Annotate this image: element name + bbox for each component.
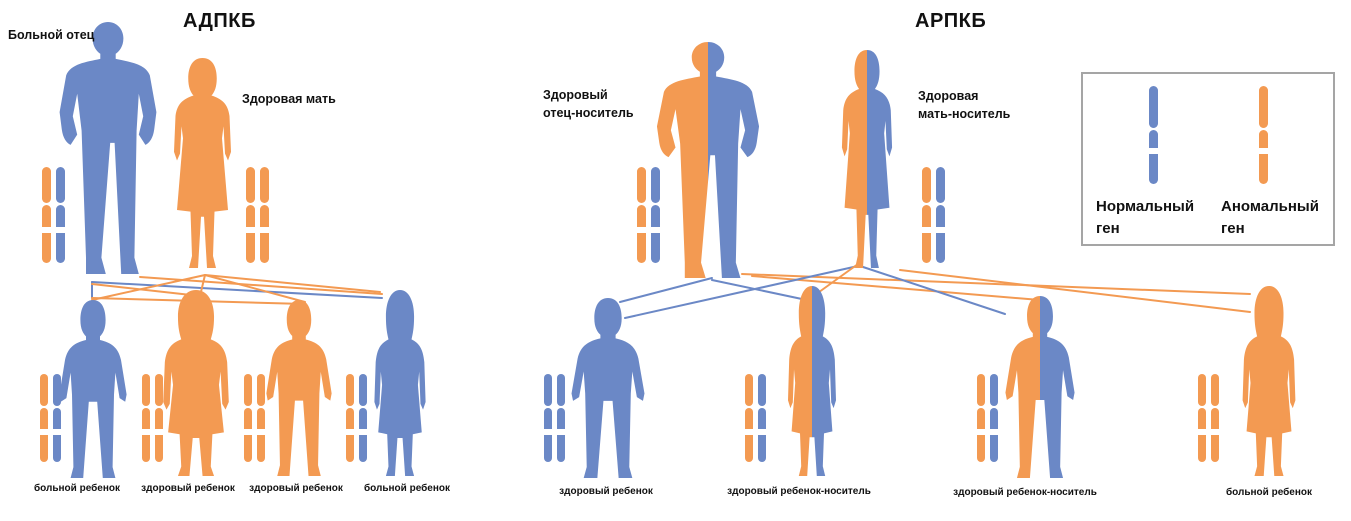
arpkb-mother-label: Здоровая мать-носитель (918, 87, 1010, 123)
legend-abnormal-label-line1: Аномальный (1221, 198, 1319, 215)
adpkb-child-1-label: больной ребенок (33, 483, 121, 494)
legend-abnormal-chromosome (1259, 86, 1268, 184)
legend-abnormal-label: Аномальный ген (1221, 196, 1319, 240)
legend: Нормальный ген Аномальный ген (1081, 72, 1335, 246)
adpkb-child-4-label: больной ребенок (363, 483, 451, 494)
adpkb-title: АДПКБ (183, 10, 256, 32)
chromosome-pair (246, 167, 269, 263)
arpkb-title: АРПКБ (915, 10, 987, 32)
legend-chromosomes (1149, 86, 1268, 184)
chromosome-pair (346, 374, 367, 462)
girl-silhouette (163, 290, 229, 476)
boy-silhouette (266, 300, 332, 476)
adpkb-father-label: Больной отец (8, 28, 95, 42)
arpkb-child-2-label: здоровый ребенок-носитель (727, 486, 871, 497)
legend-normal-label-line1: Нормальный (1096, 198, 1195, 215)
inheritance-line (751, 275, 1041, 301)
girl-silhouette (374, 290, 426, 476)
chromosome-pair (745, 374, 766, 462)
chromosome-pair (40, 374, 61, 462)
arpkb-child-3-label: здоровый ребенок-носитель (953, 487, 1097, 498)
inheritance-line (741, 273, 1251, 295)
inheritance-line (711, 279, 817, 303)
arpkb-child-4-label: больной ребенок (1225, 487, 1313, 498)
arpkb-mother-label-line1: Здоровая (918, 89, 979, 103)
adpkb-child-3-label: здоровый ребенок (249, 483, 343, 494)
man-silhouette (59, 22, 157, 274)
inheritance-line (624, 265, 859, 319)
legend-normal-label-line2: ген (1096, 220, 1120, 237)
adpkb-child-2-label: здоровый ребенок (141, 483, 235, 494)
woman-silhouette (174, 58, 231, 268)
inheritance-line (91, 281, 383, 299)
inheritance-line (859, 265, 1006, 315)
woman-silhouette (841, 50, 893, 268)
chromosome-pair (42, 167, 65, 263)
chromosomes (40, 167, 1219, 462)
chromosome-pair (922, 167, 945, 263)
inheritance-line (619, 277, 713, 303)
girl-silhouette (788, 286, 837, 477)
chromosome-pair (1198, 374, 1219, 462)
inheritance-line (899, 269, 1251, 313)
legend-normal-chromosome (1149, 86, 1158, 184)
legend-abnormal-label-line2: ген (1221, 220, 1245, 237)
inheritance-lines (91, 263, 1251, 319)
adpkb-mother-label: Здоровая мать (242, 92, 336, 106)
arpkb-child-1-label: здоровый ребенок (559, 486, 653, 497)
boy-silhouette (571, 298, 645, 478)
chromosome-pair (637, 167, 660, 263)
arpkb-father-label-line1: Здоровый (543, 88, 608, 102)
arpkb-father-label: Здоровый отец-носитель (543, 86, 634, 122)
girl-silhouette (1242, 286, 1296, 476)
chromosome-pair (244, 374, 265, 462)
arpkb-mother-label-line2: мать-носитель (918, 107, 1011, 121)
chromosome-pair (544, 374, 565, 462)
chromosome-pair (142, 374, 163, 462)
legend-normal-label: Нормальный ген (1096, 196, 1194, 240)
boy-silhouette (1005, 296, 1075, 479)
figures (59, 22, 1296, 479)
inheritance-line (91, 274, 206, 301)
boy-silhouette (59, 300, 127, 478)
chromosome-pair (977, 374, 998, 462)
inheritance-line (204, 274, 306, 303)
inheritance-line (91, 283, 201, 297)
man-silhouette (656, 42, 760, 279)
inheritance-line (204, 274, 381, 293)
arpkb-father-label-line2: отец-носитель (543, 106, 634, 120)
